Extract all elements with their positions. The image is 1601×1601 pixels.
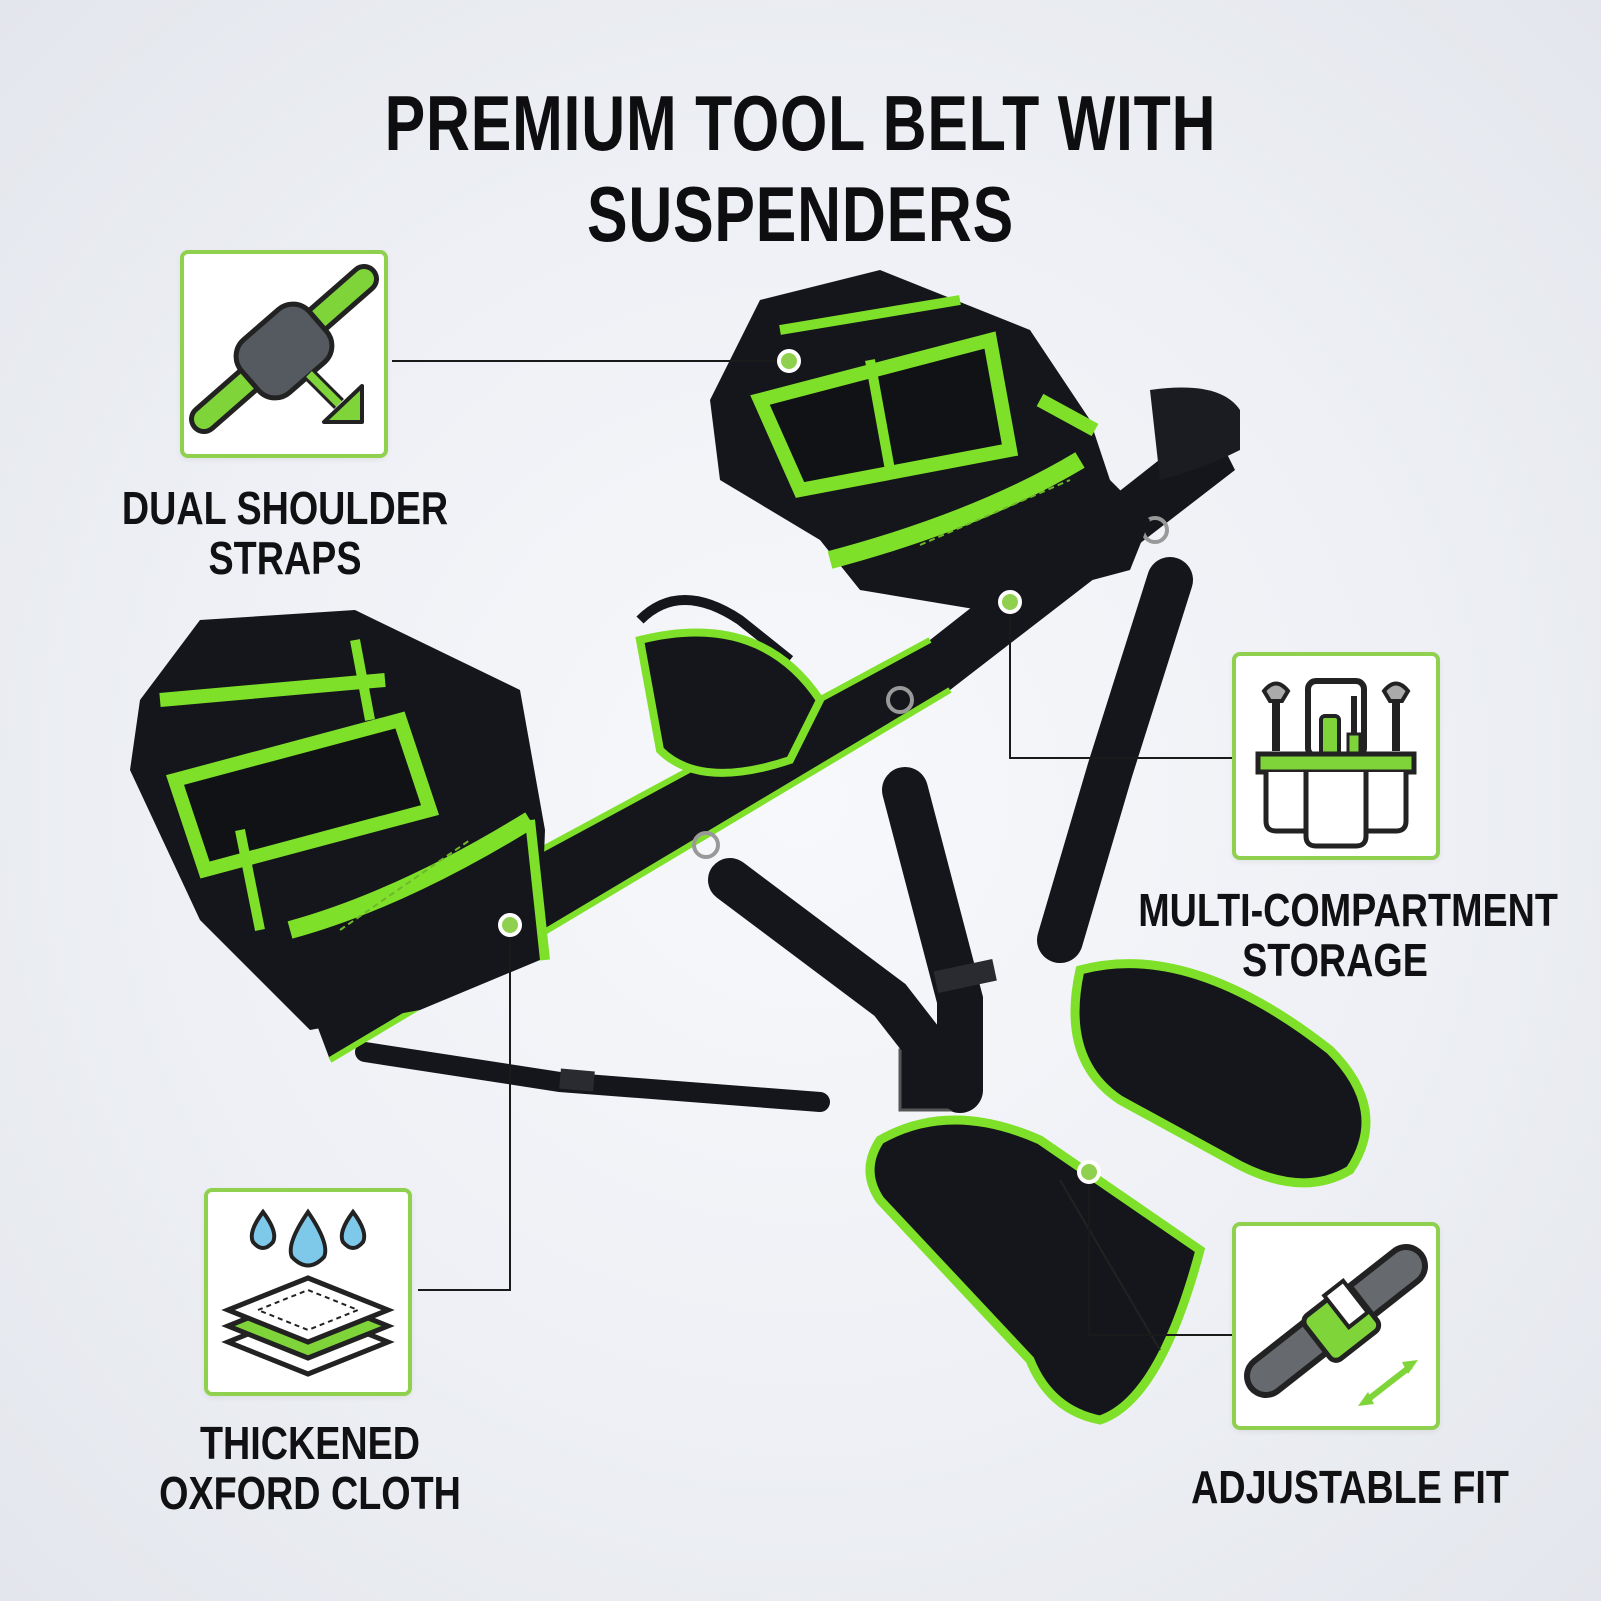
- callout-dot-shoulder: [777, 349, 801, 373]
- page-title: PREMIUM TOOL BELT WITH SUSPENDERS: [384, 79, 1217, 258]
- callout-dot-storage: [998, 590, 1022, 614]
- buckle-adjust-icon: [1244, 1244, 1428, 1406]
- fit-card: [1232, 1222, 1440, 1430]
- storage-card: [1232, 652, 1440, 860]
- waterproof-fabric-icon: [221, 1208, 395, 1377]
- tool-pouch-icon: [1255, 678, 1417, 849]
- shoulder-strap-label: DUAL SHOULDER STRAPS: [117, 483, 453, 583]
- shoulder-strap-label-line1: DUAL SHOULDER: [121, 482, 449, 534]
- callout-connectors: [392, 360, 1232, 1336]
- cloth-label-line2: OXFORD CLOTH: [159, 1467, 461, 1519]
- right-tool-pouch: [710, 270, 1150, 610]
- shoulder-strap-icon: [189, 264, 379, 434]
- suspender-harness: [355, 557, 1371, 1425]
- fit-label-line1: ADJUSTABLE FIT: [1191, 1461, 1509, 1513]
- cloth-label-line1: THICKENED: [199, 1417, 421, 1469]
- callout-dots: [498, 349, 1101, 1184]
- callout-dot-cloth: [498, 913, 522, 937]
- cloth-card: [204, 1188, 412, 1396]
- storage-label-line1: MULTI-COMPARTMENT: [1138, 884, 1558, 936]
- cloth-label: THICKENED OXFORD CLOTH: [146, 1418, 474, 1518]
- shoulder-strap-label-line2: STRAPS: [208, 532, 362, 584]
- left-tool-pouch: [130, 610, 550, 1030]
- storage-label: MULTI-COMPARTMENT STORAGE: [1138, 884, 1558, 986]
- storage-label-line2: STORAGE: [1242, 934, 1428, 986]
- shoulder-strap-card: [180, 250, 388, 458]
- callout-dot-fit: [1077, 1160, 1101, 1184]
- fit-label: ADJUSTABLE FIT: [1174, 1462, 1527, 1512]
